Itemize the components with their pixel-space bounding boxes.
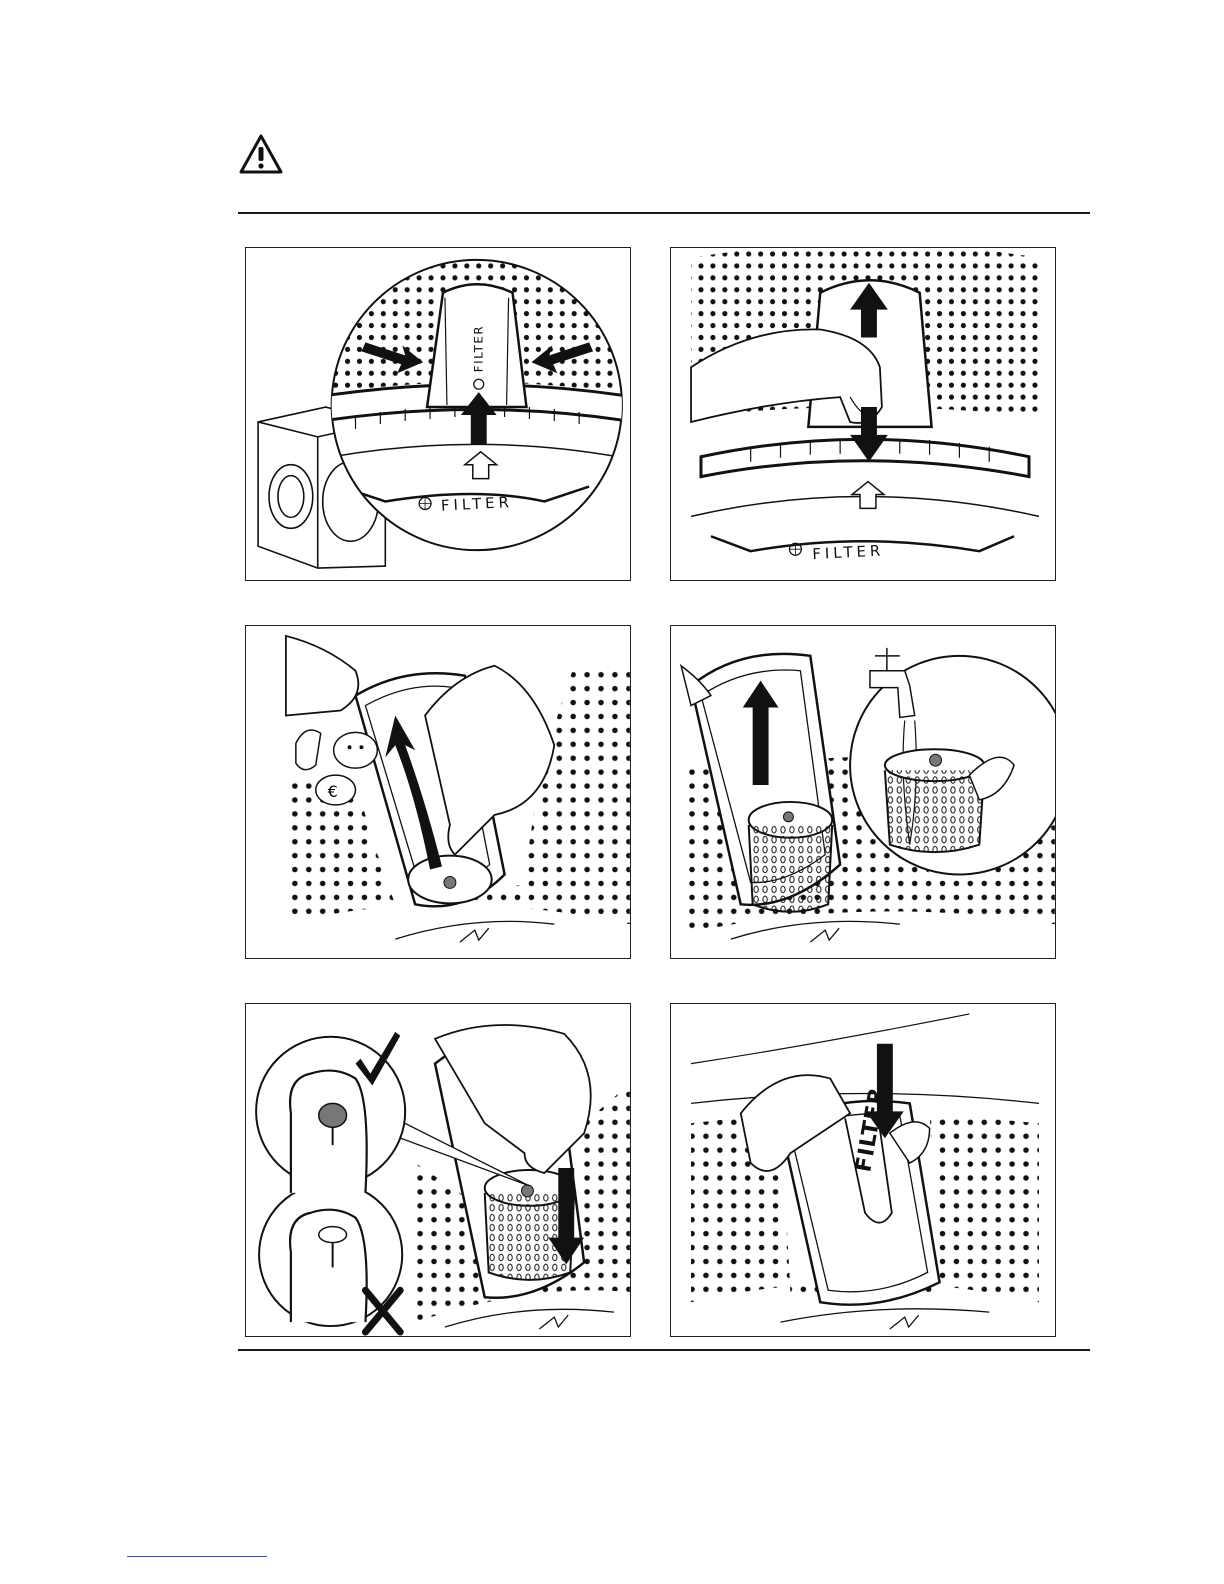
paperclip-icon — [296, 730, 321, 770]
filter-label-lower: FILTER — [441, 493, 514, 515]
footer-link-underline — [127, 1556, 267, 1557]
illustration-step-3-remove-objects: € — [245, 625, 631, 959]
filter-label-lower: FILTER — [812, 541, 885, 563]
illustration-step-4-rinse-filter — [670, 625, 1056, 959]
header-divider — [238, 212, 1090, 214]
filter-label-vertical: FILTER — [472, 325, 486, 372]
euro-symbol: € — [328, 782, 338, 801]
illustration-step-1-press-filter: FILTER FILTER — [245, 247, 631, 581]
illustration-step-5-insert-filter-correctly — [245, 1003, 631, 1337]
illustration-step-2-pull-filter: FILTER — [670, 247, 1056, 581]
button-object-icon — [334, 732, 378, 768]
warning-triangle-icon — [238, 133, 284, 175]
footer-divider — [238, 1349, 1090, 1351]
outline-arrow-up-icon — [852, 482, 884, 509]
illustration-step-6-reinsert-filter: FILTER — [670, 1003, 1056, 1337]
